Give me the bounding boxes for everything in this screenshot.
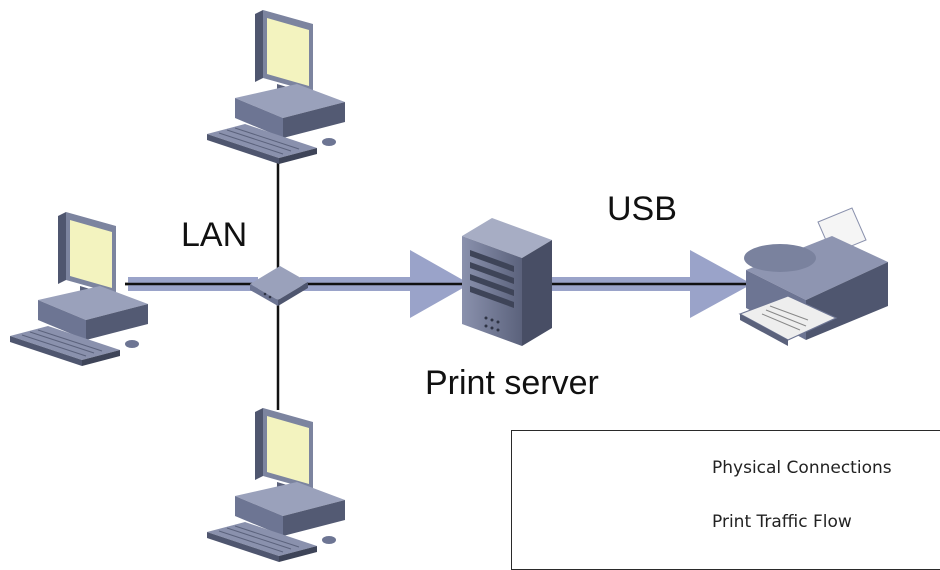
print-server-label: Print server [425, 364, 599, 402]
legend [511, 430, 940, 570]
computer-icon [206, 9, 346, 165]
server-tower-icon [462, 218, 552, 346]
lan-label: LAN [181, 216, 248, 254]
legend-traffic-label: Print Traffic Flow [712, 512, 852, 532]
usb-label: USB [607, 190, 677, 228]
computer-icon [9, 211, 149, 367]
network-hub-icon [250, 266, 308, 306]
printer-icon [738, 207, 888, 346]
computer-icon [206, 407, 346, 563]
legend-physical-label: Physical Connections [712, 458, 892, 478]
